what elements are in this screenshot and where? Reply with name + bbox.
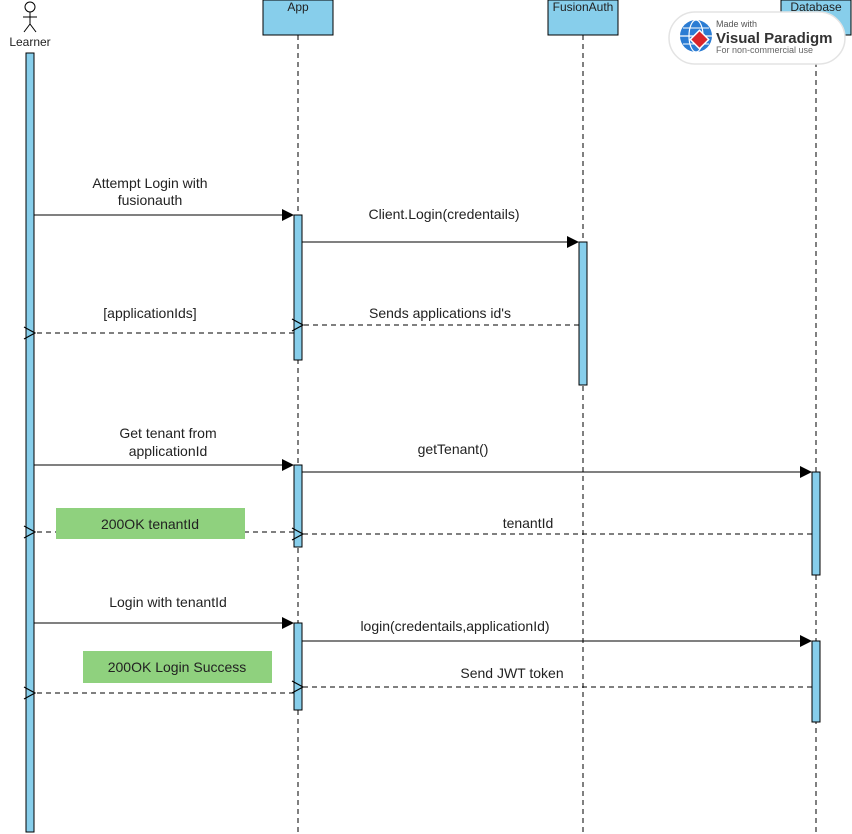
learner-activation <box>25 52 35 833</box>
lifeline-database-label: Database <box>790 0 842 14</box>
app-activation-3 <box>293 622 303 711</box>
watermark-badge <box>668 11 846 65</box>
fusionauth-activation <box>578 241 588 386</box>
note-login-success-label: 200OK Login Success <box>108 659 247 675</box>
lifeline-app-box[interactable] <box>262 0 334 36</box>
msg-get-tenant-from-label-1: Get tenant from <box>119 425 216 441</box>
watermark-note: For non-commercial use <box>716 45 813 55</box>
msg-application-ids-label: [applicationIds] <box>103 305 196 321</box>
watermark-made-with: Made with <box>716 19 757 29</box>
note-200ok-tenant-label: 200OK tenantId <box>101 516 199 532</box>
lifeline-fusionauth-label: FusionAuth <box>553 0 614 14</box>
actor-learner: Learner <box>9 1 51 49</box>
actor-head <box>24 1 36 13</box>
database-activation-2 <box>811 640 821 723</box>
note-login-success <box>83 651 272 683</box>
msg-attempt-login-label-1: Attempt Login with <box>92 175 207 191</box>
app-activation-1 <box>293 214 303 361</box>
note-200ok-tenant <box>56 508 245 539</box>
msg-attempt-login-label-2: fusionauth <box>118 192 183 208</box>
database-activation-1 <box>811 471 821 576</box>
visual-paradigm-watermark: Made with Visual Paradigm For non-commer… <box>668 11 846 65</box>
lifeline-app-label: App <box>287 0 309 14</box>
app-activation-2 <box>293 464 303 548</box>
msg-login-credentials-label: login(credentails,applicationId) <box>360 618 549 634</box>
globe-icon <box>680 19 712 53</box>
msg-login-with-tenant-label: Login with tenantId <box>109 594 227 610</box>
actor-leg-left <box>23 23 31 33</box>
actor-leg-right <box>29 23 37 33</box>
msg-get-tenant-from-label-2: applicationId <box>129 443 208 459</box>
actor-learner-label: Learner <box>9 35 50 49</box>
msg-send-jwt-label: Send JWT token <box>460 665 563 681</box>
msg-tenant-id-label: tenantId <box>503 515 554 531</box>
lifeline-app: App <box>262 0 334 832</box>
lifeline-fusionauth: FusionAuth <box>547 0 619 832</box>
msg-get-tenant-label: getTenant() <box>418 441 489 457</box>
watermark-brand: Visual Paradigm <box>716 30 832 47</box>
msg-sends-app-ids-label: Sends applications id's <box>369 305 511 321</box>
lifeline-fusionauth-box[interactable] <box>547 0 619 36</box>
msg-client-login-label: Client.Login(credentails) <box>369 206 520 222</box>
